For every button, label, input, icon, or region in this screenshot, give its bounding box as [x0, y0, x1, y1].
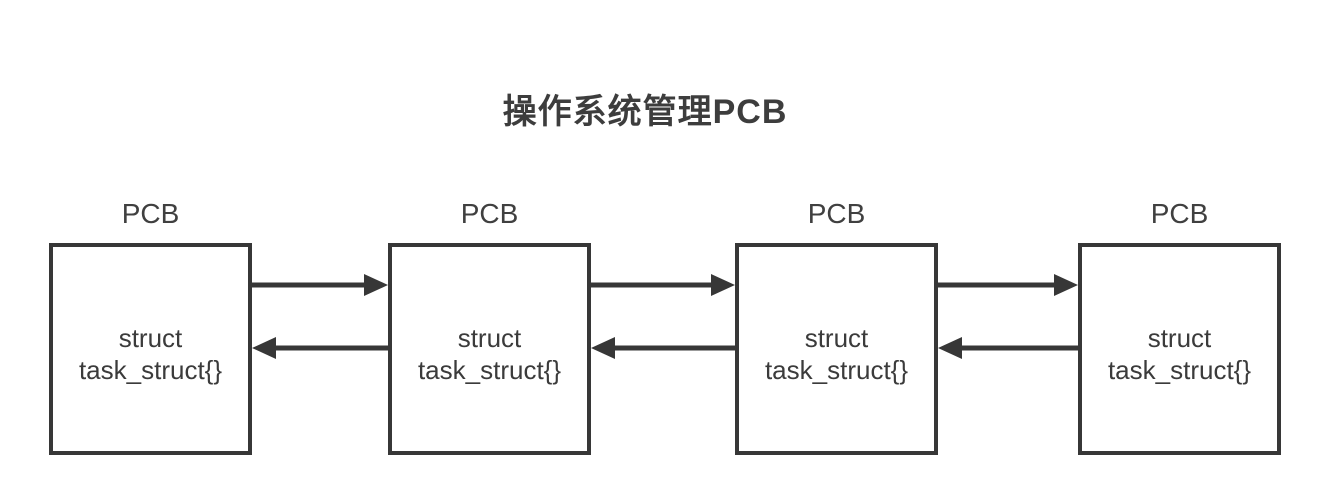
arrow-head-left-icon: [252, 337, 276, 359]
arrow-shaft: [938, 282, 1060, 288]
pcb-node-3-text-line2: task_struct{}: [764, 355, 909, 385]
pcb-node-2-text-line2: task_struct{}: [417, 355, 562, 385]
pcb-node-2-text-line1: struct: [457, 323, 522, 353]
arrow-next-3-4-icon: [938, 274, 1078, 296]
arrow-head-right-icon: [711, 274, 735, 296]
pcb-node-4-label: PCB: [1150, 198, 1209, 229]
pcb-node-3-text-line1: struct: [804, 323, 869, 353]
arrow-shaft: [270, 345, 388, 351]
pcb-node-4-box: struct task_struct{}: [1078, 243, 1281, 455]
pcb-node-3-box: struct task_struct{}: [735, 243, 938, 455]
pcb-node-4: PCB struct task_struct{}: [1078, 198, 1281, 455]
pcb-node-2-box: struct task_struct{}: [388, 243, 591, 455]
pcb-node-1-box: struct task_struct{}: [49, 243, 252, 455]
arrow-prev-2-1-icon: [252, 337, 388, 359]
pcb-node-3-label: PCB: [807, 198, 866, 229]
pcb-node-2-label: PCB: [460, 198, 519, 229]
diagram-title: 操作系统管理PCB: [502, 93, 788, 131]
arrow-next-1-2-icon: [252, 274, 388, 296]
arrow-next-2-3-icon: [591, 274, 735, 296]
pcb-node-1-text-line1: struct: [118, 323, 183, 353]
arrow-shaft: [956, 345, 1078, 351]
pcb-node-4-text-line2: task_struct{}: [1107, 355, 1252, 385]
arrow-prev-3-2-icon: [591, 337, 735, 359]
pcb-node-3: PCB struct task_struct{}: [735, 198, 938, 455]
arrow-shaft: [252, 282, 370, 288]
pcb-node-1: PCB struct task_struct{}: [49, 198, 252, 455]
arrow-head-right-icon: [364, 274, 388, 296]
arrow-head-right-icon: [1054, 274, 1078, 296]
arrow-head-left-icon: [938, 337, 962, 359]
arrow-shaft: [591, 282, 717, 288]
pcb-node-2: PCB struct task_struct{}: [388, 198, 591, 455]
arrow-head-left-icon: [591, 337, 615, 359]
arrow-shaft: [609, 345, 735, 351]
pcb-node-1-text-line2: task_struct{}: [78, 355, 223, 385]
arrow-prev-4-3-icon: [938, 337, 1078, 359]
pcb-node-1-label: PCB: [121, 198, 180, 229]
pcb-node-4-text-line1: struct: [1147, 323, 1212, 353]
